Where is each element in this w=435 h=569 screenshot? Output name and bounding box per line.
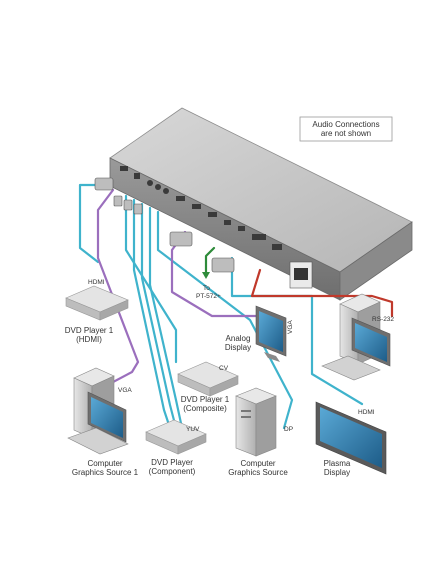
computer-source-1: VGA Computer Graphics Source 1 (67, 367, 139, 477)
cable-dp (156, 210, 294, 430)
computer-source-dp: DP Computer Graphics Source (228, 387, 293, 477)
pc2-label-1: Computer (240, 459, 275, 468)
cable-hdmi-dvd (78, 183, 107, 264)
note-line-1: Audio Connections (312, 120, 379, 129)
pc1-label-2: Graphics Source 1 (72, 468, 139, 477)
dvd-hdmi-label-2: (HDMI) (76, 335, 102, 344)
power-socket (289, 261, 313, 289)
cable-connectors (94, 177, 235, 273)
dvd-hdmi-port-label: HDMI (88, 279, 105, 286)
pt572-label-2: PT-572+ (196, 293, 221, 300)
dvd-component-port-label: YUV (186, 426, 200, 433)
rs232-controller-pc: RS-232 (321, 293, 394, 381)
analog-display: VGA Analog Display (225, 305, 294, 362)
dvd-hdmi-label-1: DVD Player 1 (65, 326, 114, 335)
note-line-2: are not shown (321, 129, 371, 138)
plasma-display: HDMI Plasma Display (315, 401, 387, 477)
pc1-port-label: VGA (118, 387, 132, 394)
pc1-label-1: Computer (87, 459, 122, 468)
cable-yuv-2 (140, 202, 178, 430)
switcher-unit (109, 107, 413, 301)
pt572-arrow (202, 272, 210, 279)
pt572-label-group: To PT-572+ (196, 285, 221, 300)
dvd-player-hdmi: HDMI DVD Player 1 (HDMI) (65, 279, 129, 344)
analog-label-1: Analog (226, 334, 251, 343)
dvd-player-composite: CV DVD Player 1 (Composite) (177, 361, 239, 413)
pc2-port-label: DP (284, 426, 293, 433)
dvd-composite-label-2: (Composite) (183, 404, 227, 413)
plasma-label-1: Plasma (324, 459, 351, 468)
dvd-player-component: YUV DVD Player (Component) (145, 419, 207, 476)
cable-pt572 (204, 246, 216, 276)
plasma-port-label: HDMI (358, 409, 375, 416)
analog-port-label: VGA (287, 320, 294, 334)
cable-yuv-3 (148, 206, 184, 430)
dvd-component-label-1: DVD Player (151, 458, 193, 467)
cable-rs232 (250, 268, 394, 318)
dvd-composite-port-label: CV (219, 365, 229, 372)
rs232-label: RS-232 (372, 316, 394, 323)
cable-yuv-1 (132, 198, 172, 430)
dvd-component-label-2: (Component) (149, 467, 196, 476)
plasma-label-2: Display (324, 468, 350, 477)
pt572-label-1: To (203, 285, 210, 292)
analog-label-2: Display (225, 343, 251, 352)
dvd-composite-label-1: DVD Player 1 (181, 395, 230, 404)
pc2-label-2: Graphics Source (228, 468, 288, 477)
note-box: Audio Connections are not shown (299, 116, 393, 142)
rear-connectors (120, 166, 282, 250)
